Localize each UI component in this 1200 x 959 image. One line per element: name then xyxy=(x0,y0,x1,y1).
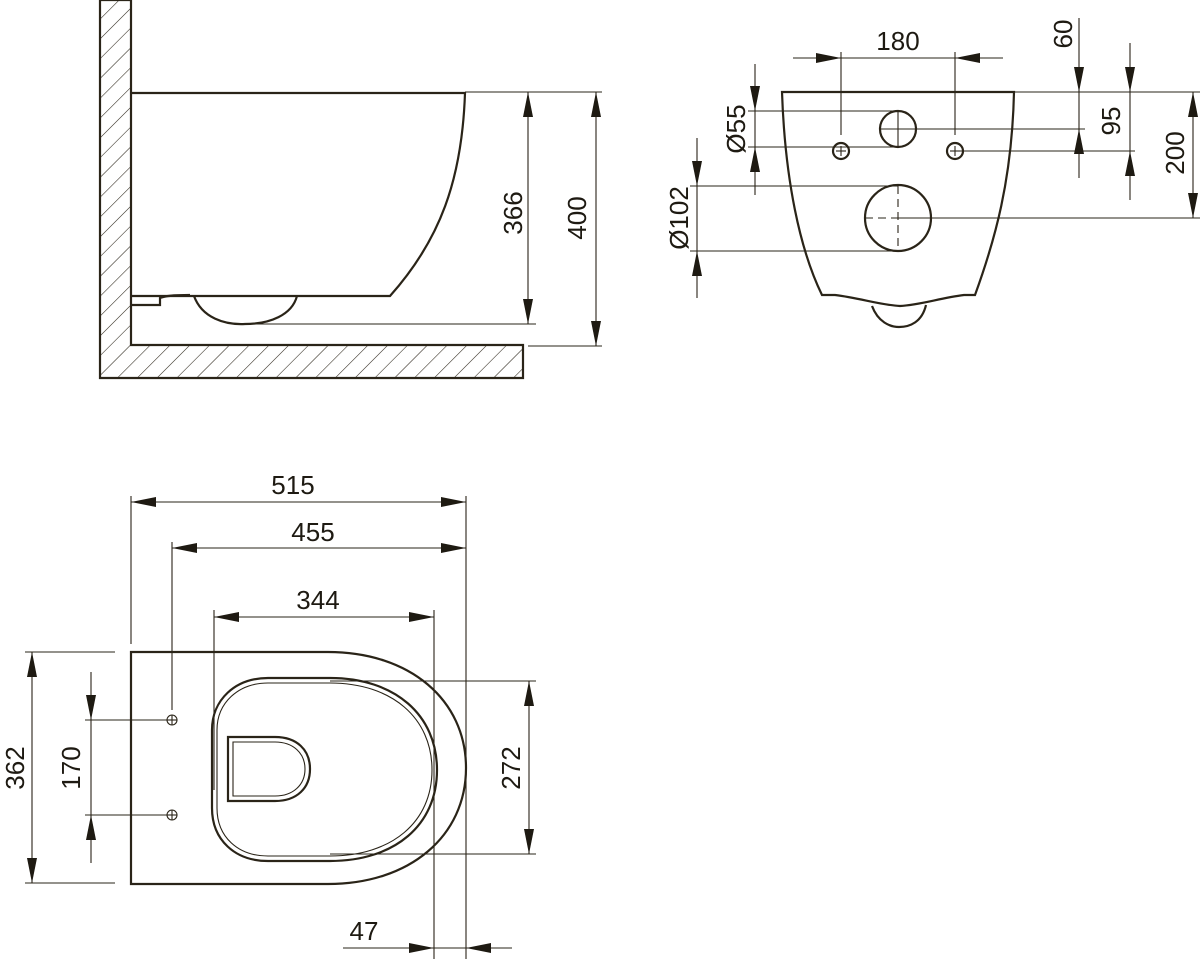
rear-view: 180 Ø55 Ø102 60 95 200 xyxy=(664,18,1200,329)
bowl-side-profile xyxy=(131,91,467,298)
bowl-foot-curve xyxy=(192,295,299,326)
bowl-opening-outer xyxy=(226,735,312,803)
seat-inner xyxy=(216,682,433,857)
top-view: 515 455 344 47 362 170 xyxy=(0,470,536,959)
dim-total-length: 515 xyxy=(271,470,314,500)
bowl-rear-outline xyxy=(780,90,1016,308)
dim-seat-length: 344 xyxy=(296,585,339,615)
bowl-opening-inner xyxy=(232,741,306,797)
seat-outer xyxy=(210,676,439,863)
wall-floor-section xyxy=(98,0,525,380)
dim-total-width: 362 xyxy=(0,746,30,789)
dim-bowl-height: 366 xyxy=(498,191,528,234)
dim-bolt-spacing-rear: 180 xyxy=(876,26,919,56)
dim-bolt-spacing-top: 170 xyxy=(56,746,86,789)
dim-front-overhang: 47 xyxy=(350,916,379,946)
bowl-plan-outline xyxy=(129,650,468,886)
bowl-base xyxy=(131,293,191,307)
dim-outlet-diameter: Ø102 xyxy=(664,186,694,250)
dim-seat-width: 272 xyxy=(496,746,526,789)
bolt-hole-left xyxy=(831,141,851,161)
dim-top-to-outlet: 200 xyxy=(1160,131,1190,174)
dim-top-to-bolts: 95 xyxy=(1096,107,1126,136)
side-view: 366 400 xyxy=(98,0,602,380)
dim-top-to-inlet: 60 xyxy=(1048,20,1078,49)
bowl-rear-foot xyxy=(870,304,928,329)
dim-inlet-diameter: Ø55 xyxy=(721,104,751,153)
dim-bolt-to-front: 455 xyxy=(291,517,334,547)
dim-total-height: 400 xyxy=(562,196,592,239)
